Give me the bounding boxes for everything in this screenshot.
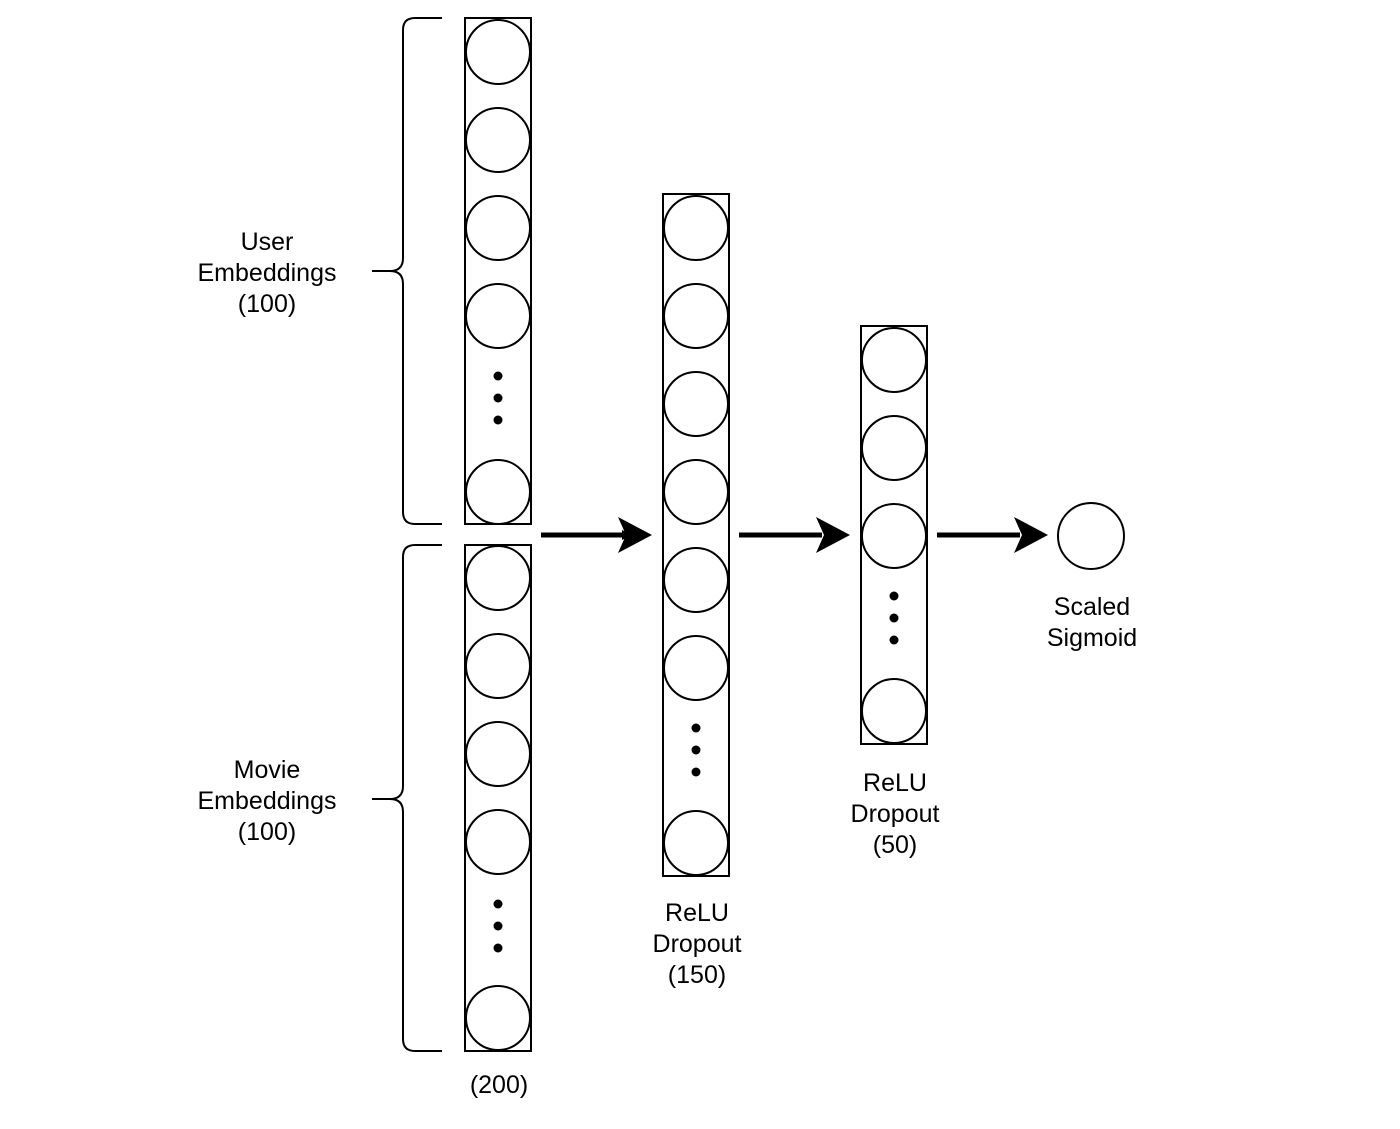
hidden2-node [861, 678, 927, 744]
hidden-layer-2-label-line2: Dropout [850, 800, 940, 828]
input-node [465, 459, 531, 525]
user-embeddings-label: User Embeddings (100) [198, 227, 337, 320]
input-layer-lower-box [464, 544, 532, 1052]
hidden-layer-2-ellipsis [889, 591, 899, 645]
movie-embeddings-label-line3: (100) [237, 818, 297, 846]
movie-embeddings-label: Movie Embeddings (100) [198, 755, 337, 848]
hidden-layer-1-label-line3: (150) [667, 961, 727, 989]
input-node [465, 721, 531, 787]
input-node [465, 545, 531, 611]
hidden-layer-2-box [860, 325, 928, 745]
hidden-layer-1 [662, 193, 730, 877]
hidden1-node [663, 371, 729, 437]
output-label: Scaled Sigmoid [1047, 592, 1137, 654]
output-label-line2: Sigmoid [1046, 624, 1138, 652]
input-node [465, 195, 531, 261]
input-layer-label: (200) [470, 1070, 528, 1101]
hidden-layer-2 [860, 325, 928, 745]
input-layer-upper-box [464, 17, 532, 525]
hidden-layer-1-label: ReLU Dropout (150) [653, 898, 742, 991]
input-layer-ellipsis [493, 371, 503, 953]
input-layer-label-line1: (200) [469, 1071, 529, 1099]
input-node [465, 633, 531, 699]
hidden1-node [663, 547, 729, 613]
hidden1-node [663, 195, 729, 261]
hidden1-node [663, 635, 729, 701]
input-node [465, 19, 531, 85]
hidden-layer-2-label: ReLU Dropout (50) [851, 768, 940, 861]
hidden-layer-2-label-line3: (50) [872, 831, 918, 859]
input-node [465, 107, 531, 173]
user-embeddings-label-line3: (100) [237, 290, 297, 318]
arrow-head-3 [1014, 517, 1048, 553]
hidden1-node [663, 459, 729, 525]
input-node [465, 809, 531, 875]
hidden2-node [861, 415, 927, 481]
hidden-layer-1-label-line1: ReLU [665, 899, 729, 927]
arrow-heads [618, 517, 1048, 553]
user-embeddings-brace [372, 17, 442, 525]
hidden-layer-1-label-line2: Dropout [652, 930, 742, 958]
hidden1-node [663, 283, 729, 349]
user-embeddings-label-line2: Embeddings [197, 259, 337, 287]
arrow-head-1 [618, 517, 652, 553]
output-label-line1: Scaled [1053, 593, 1131, 621]
hidden2-node [861, 503, 927, 569]
user-embeddings-label-line1: User [240, 228, 294, 256]
movie-embeddings-label-line2: Embeddings [197, 787, 337, 815]
movie-embeddings-label-line1: Movie [233, 756, 301, 784]
output-node [1057, 502, 1125, 570]
movie-embeddings-brace [372, 544, 442, 1052]
hidden-layer-2-label-line1: ReLU [863, 769, 927, 797]
hidden-layer-1-ellipsis [691, 723, 701, 777]
input-node [465, 985, 531, 1051]
input-node [465, 283, 531, 349]
input-layer [464, 17, 532, 1052]
hidden2-node [861, 327, 927, 393]
arrow-head-2 [816, 517, 850, 553]
hidden1-node [663, 810, 729, 876]
